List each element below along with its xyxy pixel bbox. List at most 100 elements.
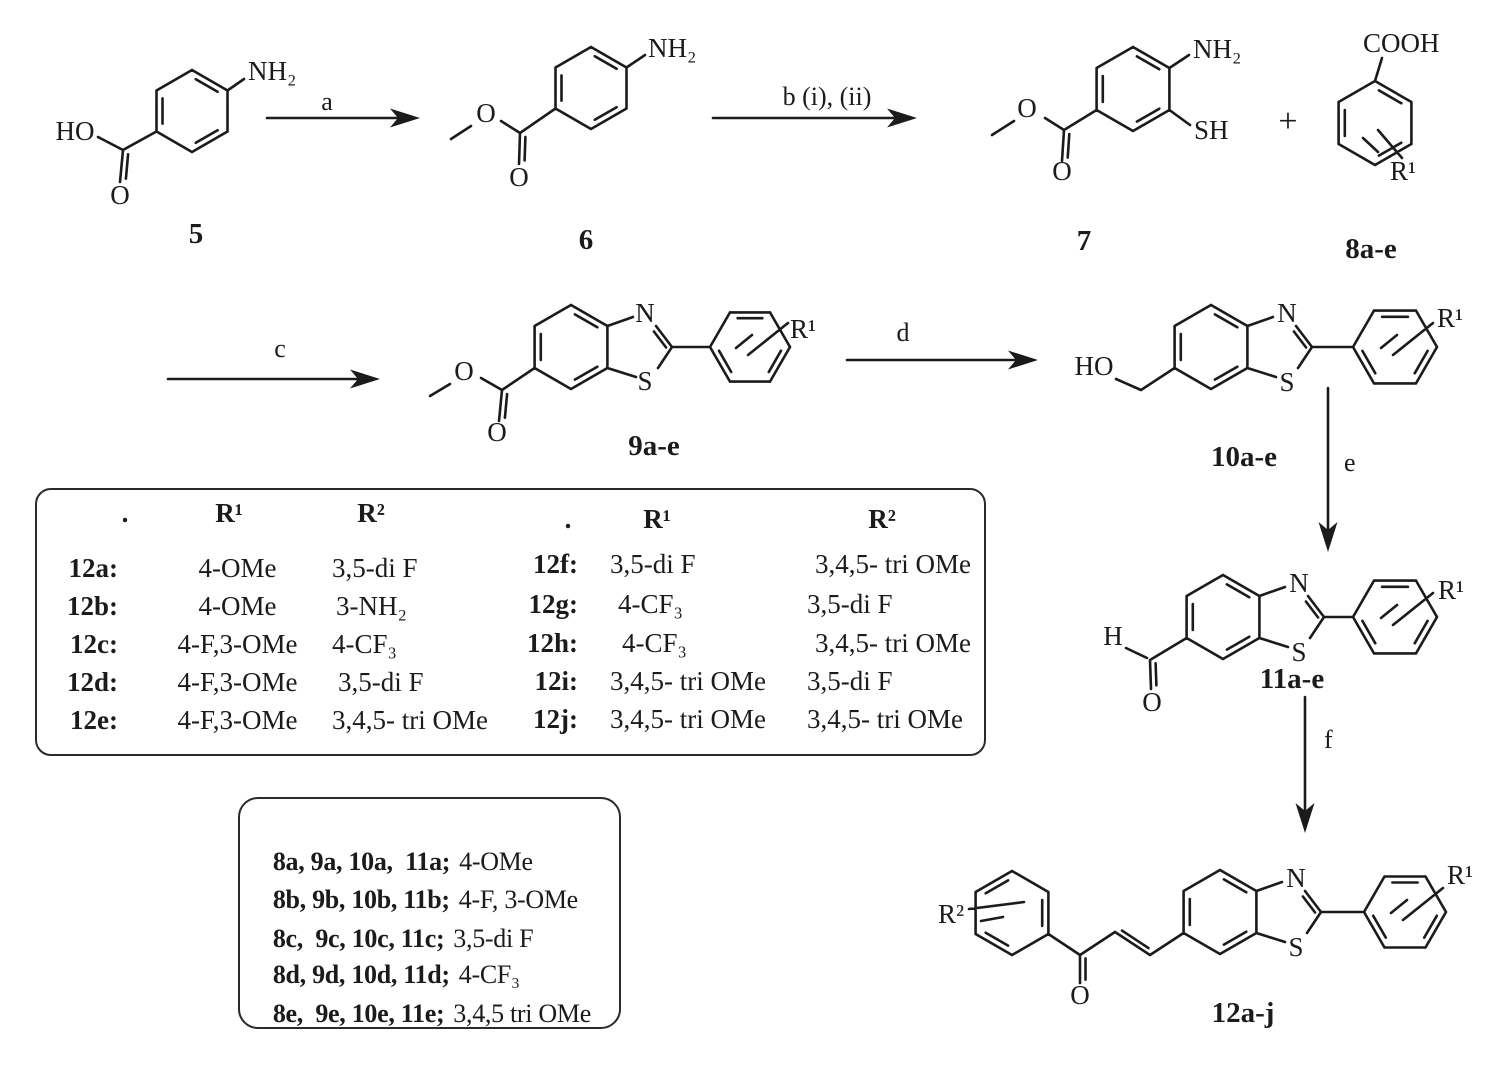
atom-label-r1: R¹ xyxy=(1390,156,1416,186)
table-cell-r1: 4-OMe xyxy=(198,591,277,621)
assignment-row: 8b, 9b, 10b, 11b;4-F, 3-OMe xyxy=(248,861,578,939)
table-cell-r1: 4-F,3-OMe xyxy=(177,629,298,659)
table-cell-r1: 4-CF₃ xyxy=(618,589,683,619)
table-cell-r2: 3,4,5- tri OMe xyxy=(332,705,488,735)
arrow-label-e: e xyxy=(1344,448,1356,477)
arrow-label-c: c xyxy=(274,334,286,363)
assignment-row: 8a, 9a, 10a, 11a; 4-OMe xyxy=(248,823,533,901)
assignment-row: 8d, 9d, 10d, 11d;4-CF₃ xyxy=(248,936,520,1014)
atom-label-o: O xyxy=(1017,93,1037,123)
atom-label-o: O xyxy=(454,356,474,386)
table-cell-r2: 3,5-di F xyxy=(807,666,893,696)
table-cell-r2: 3,4,5- tri OMe xyxy=(815,549,971,579)
compound-label-12a-j: 12a-j xyxy=(1212,997,1275,1029)
table-cell-r2: 3-NH₂ xyxy=(336,591,407,621)
arrow-label-a: a xyxy=(321,87,333,116)
assignment-substituent: 4-OMe xyxy=(459,847,533,876)
assignment-substituent: 3,5-di F xyxy=(453,924,534,953)
assignment-ids: 8c, 9c, 10c, 11c; xyxy=(272,924,445,953)
table-header-r1: R¹ xyxy=(643,504,671,534)
bond-lines xyxy=(96,45,1448,985)
table-cell-r1: 4-F,3-OMe xyxy=(177,667,298,697)
atom-label-sh: SH xyxy=(1194,115,1229,145)
table-cell-r1: 3,4,5- tri OMe xyxy=(610,704,766,734)
atom-label-o: O xyxy=(1052,156,1072,186)
table-cell-id: 12b: xyxy=(66,591,118,621)
table-cell-r2: 3,5-di F xyxy=(807,589,893,619)
assignment-ids: 8e, 9e, 10e, 11e; xyxy=(272,999,445,1028)
atom-label-n: N xyxy=(1289,568,1309,598)
table-cell-id: 12j: xyxy=(533,704,578,734)
atom-label-r2: R² xyxy=(938,899,964,929)
atom-label-n: N xyxy=(1286,863,1306,893)
table-cell-r1: 4-OMe xyxy=(198,553,277,583)
table-cell-r1: 3,4,5- tri OMe xyxy=(610,666,766,696)
atom-label-r1: R¹ xyxy=(1447,860,1473,890)
compound-label-9a-e: 9a-e xyxy=(628,430,680,462)
table-header-r2: R² xyxy=(868,504,896,534)
table-header-dot: . xyxy=(564,504,572,534)
atom-label-n: N xyxy=(1277,298,1297,328)
arrow-label-b: b (i), (ii) xyxy=(783,82,872,111)
atom-label-r1: R¹ xyxy=(790,314,816,344)
table-cell-id: 12d: xyxy=(66,667,118,697)
table-cell-r2: 3,4,5- tri OMe xyxy=(815,628,971,658)
assignment-ids: 8a, 9a, 10a, 11a; xyxy=(272,847,451,876)
atom-label-nh2: NH₂ xyxy=(648,33,696,63)
table-cell-r2: 4-CF₃ xyxy=(332,629,397,659)
table-header-r2: R² xyxy=(357,498,385,528)
table-cell-id: 12c: xyxy=(70,629,118,659)
bond-path xyxy=(96,45,1448,985)
table-cell-id: 12a: xyxy=(68,553,119,583)
atom-label-o: O xyxy=(1070,980,1090,1010)
atom-label-n: N xyxy=(635,298,655,328)
table-cell-r2: 3,5-di F xyxy=(332,553,418,583)
table-cell-r2: 3,5-di F xyxy=(338,667,424,697)
compound-label-8a-e: 8a-e xyxy=(1345,233,1397,265)
compound-label-11a-e: 11a-e xyxy=(1260,663,1325,695)
compound-label-6: 6 xyxy=(579,224,594,256)
compound-label-7: 7 xyxy=(1077,225,1092,257)
table-cell-r2: 3,4,5- tri OMe xyxy=(807,704,963,734)
atom-label-ho: HO xyxy=(56,116,95,146)
arrow-label-d: d xyxy=(897,318,910,347)
assignment-row: 8c, 9c, 10c, 11c; 3,5-di F xyxy=(248,900,534,978)
table-cell-r1: 3,5-di F xyxy=(610,549,696,579)
assignment-ids: 8b, 9b, 10b, 11b; xyxy=(272,885,450,914)
table-cell-r1: 4-F,3-OMe xyxy=(177,705,298,735)
atom-label-o: O xyxy=(110,180,130,210)
atom-label-o: O xyxy=(476,98,496,128)
atom-label-o: O xyxy=(487,417,507,447)
table-cell-r1: 4-CF₃ xyxy=(622,628,687,658)
compound-label-5: 5 xyxy=(189,218,204,250)
atom-label-nh2: NH₂ xyxy=(1193,34,1241,64)
plus-sign: + xyxy=(1278,103,1297,140)
table-cell-id: 12h: xyxy=(526,628,578,658)
assignment-box xyxy=(238,797,621,1029)
table-cell-id: 12f: xyxy=(533,549,578,579)
assignment-row: 8e, 9e, 10e, 11e; 3,4,5 tri OMe xyxy=(248,975,591,1053)
atom-label-s: S xyxy=(637,366,652,396)
atom-label-o: O xyxy=(509,162,529,192)
table-header-r1: R¹ xyxy=(215,498,243,528)
atom-label-ho: HO xyxy=(1075,351,1114,381)
table-cell-id: 12i: xyxy=(534,666,579,696)
substituent-table-box xyxy=(35,488,986,756)
table-cell-id: 12e: xyxy=(70,705,118,735)
atom-label-s: S xyxy=(1279,367,1294,397)
atom-label-o: O xyxy=(1142,687,1162,717)
atom-label-s: S xyxy=(1291,637,1306,667)
assignment-ids: 8d, 9d, 10d, 11d; xyxy=(272,960,450,989)
table-header-dot: . xyxy=(121,498,129,528)
arrow-label-f: f xyxy=(1324,725,1333,754)
assignment-substituent: 3,4,5 tri OMe xyxy=(453,999,591,1028)
atom-label-r1: R¹ xyxy=(1438,575,1464,605)
atom-label-h: H xyxy=(1103,621,1123,651)
atom-label-cooh: COOH xyxy=(1363,28,1440,58)
table-cell-id: 12g: xyxy=(528,589,579,619)
atom-label-r1: R¹ xyxy=(1437,303,1463,333)
atom-label-nh2: NH₂ xyxy=(248,56,296,86)
compound-label-10a-e: 10a-e xyxy=(1211,441,1277,473)
